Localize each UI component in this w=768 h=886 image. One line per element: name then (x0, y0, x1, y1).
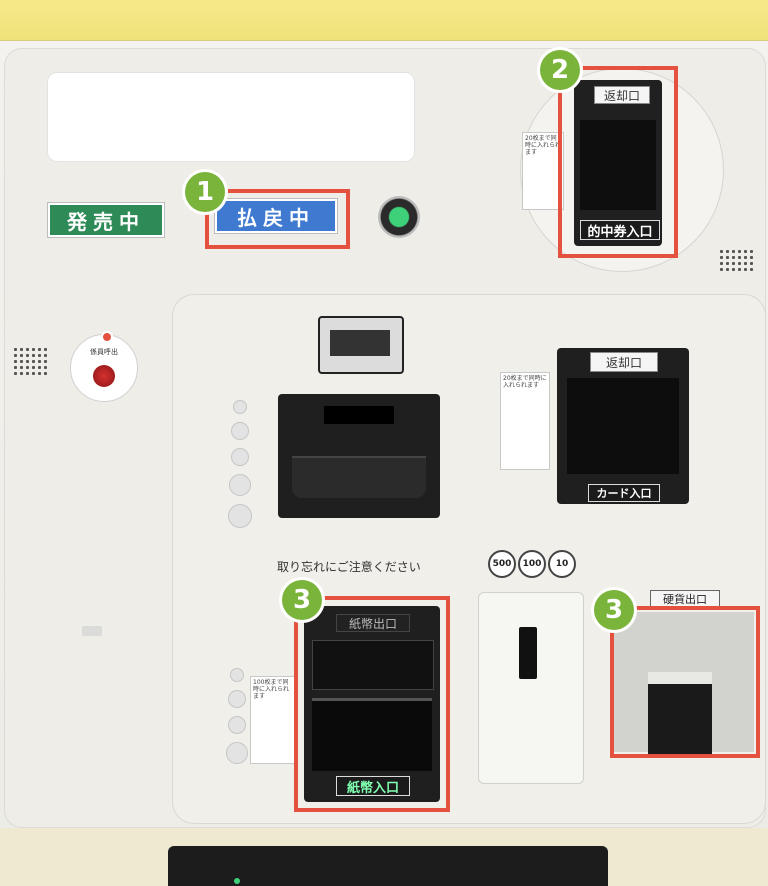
reader-mouth (292, 456, 426, 498)
highlight-payback-label (205, 189, 350, 249)
coin-denomination-badges: 500 100 10 (488, 550, 576, 578)
sticker-mark (82, 626, 102, 636)
middle-instruction-text: 20枚まで同時に入れられます (503, 375, 547, 389)
lower-instruction-text: 100枚まで同時に入れられます (253, 679, 290, 700)
side-button[interactable] (228, 716, 246, 734)
speaker-grille-left-icon (14, 348, 47, 375)
banknote-insert-label: 紙幣入口 (336, 776, 410, 796)
coin-100-icon: 100 (518, 550, 546, 578)
reader-display (324, 406, 394, 424)
side-button[interactable] (231, 448, 249, 466)
coin-return-opening (648, 672, 712, 754)
card-return-slot[interactable] (557, 348, 689, 504)
side-button[interactable] (231, 422, 249, 440)
highlight-winning-ticket-slot (558, 66, 678, 258)
side-button[interactable] (230, 668, 244, 682)
side-button[interactable] (228, 504, 252, 528)
card-insert-label: カード入口 (588, 484, 660, 502)
side-button[interactable] (226, 742, 248, 764)
status-lamp-icon (378, 196, 420, 238)
staff-call-button[interactable]: 係員呼出 (70, 331, 138, 402)
banknote-insert-opening (312, 698, 432, 771)
winning-ticket-insert-label: 的中券入口 (580, 220, 660, 240)
middle-instruction-card: 20枚まで同時に入れられます (500, 372, 550, 470)
card-insert-top-slot[interactable] (318, 316, 404, 374)
side-buttons-lower (226, 668, 248, 764)
banknote-return-label: 紙幣出口 (336, 614, 410, 632)
speaker-grille-right-icon (720, 250, 753, 271)
banknote-return-opening (312, 640, 434, 690)
lower-instruction-card: 100枚まで同時に入れられます (250, 676, 296, 764)
card-return-label: 返却口 (590, 352, 658, 372)
side-buttons-upper (228, 400, 252, 528)
staff-call-red-button-icon (93, 365, 115, 387)
coin-insert-unit[interactable] (478, 592, 584, 784)
banknote-slot[interactable] (304, 606, 440, 802)
bottom-slot-lamp-icon (234, 878, 240, 884)
side-button[interactable] (233, 400, 247, 414)
coin-10-icon: 10 (548, 550, 576, 578)
step-3-badge-coin: 3 (594, 590, 634, 630)
step-2-badge: 2 (540, 50, 580, 90)
coin-500-icon: 500 (488, 550, 516, 578)
step-1-badge: 1 (185, 172, 225, 212)
side-button[interactable] (228, 690, 246, 708)
highlight-coin-return (610, 606, 760, 758)
upper-instruction-text: 20枚まで同時に入れられます (525, 135, 562, 156)
caution-text: 取り忘れにご注意ください (277, 560, 421, 574)
payback-status-label: 払戻中 (214, 198, 338, 234)
upper-instruction-card: 20枚まで同時に入れられます (522, 132, 564, 210)
bottom-ticket-issue-slot[interactable] (168, 846, 608, 886)
selling-status-label: 発売中 (47, 202, 165, 238)
card-return-opening (567, 378, 679, 474)
side-button[interactable] (229, 474, 251, 496)
display-window (47, 72, 415, 162)
staff-call-lamp-icon (101, 331, 113, 343)
machine-top-bar (0, 0, 768, 41)
highlight-banknote-slot (294, 596, 450, 812)
staff-call-caption: 係員呼出 (90, 348, 118, 356)
winning-ticket-return-label: 返却口 (594, 86, 650, 104)
coin-return-tray[interactable] (614, 612, 754, 754)
winning-ticket-slot[interactable] (574, 80, 662, 246)
step-3-badge-banknote: 3 (282, 580, 322, 620)
mark-card-reader[interactable] (278, 394, 440, 518)
coin-insert-slot[interactable] (519, 627, 537, 679)
